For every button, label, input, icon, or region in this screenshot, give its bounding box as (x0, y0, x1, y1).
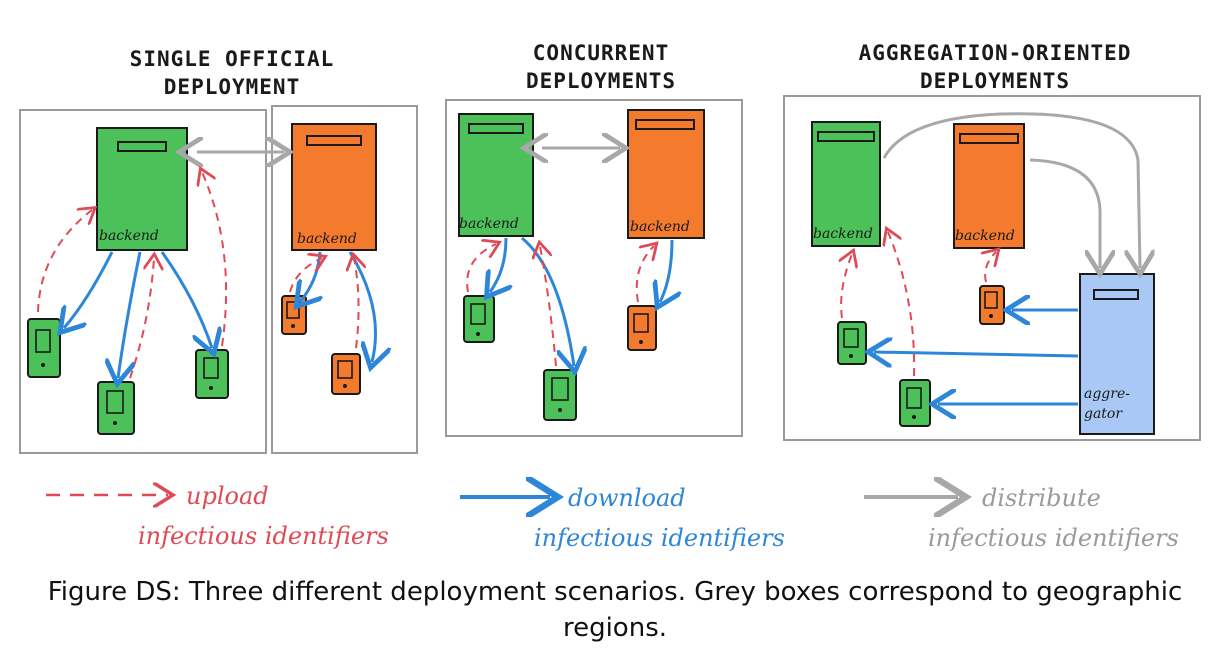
backend-label: backend (813, 226, 873, 242)
backend-server-orange (953, 123, 1025, 249)
server-slot-icon (1093, 289, 1139, 300)
backend-server-green (96, 127, 188, 251)
backend-server-green (811, 121, 881, 247)
server-slot-icon (117, 141, 167, 152)
upload-arrow (888, 232, 916, 377)
server-slot-icon (306, 135, 362, 146)
upload-arrow (466, 244, 496, 293)
backend-server-orange (627, 109, 705, 239)
upload-arrow (985, 252, 996, 283)
backend-label: backend (99, 228, 159, 244)
phone-icon (331, 353, 361, 395)
phone-icon (899, 379, 931, 427)
scenario-2-title-line2: DEPLOYMENTS (526, 69, 676, 93)
download-arrow (118, 251, 142, 378)
upload-arrow (37, 210, 92, 313)
upload-arrow (540, 246, 557, 367)
legend-download-line1: download (568, 484, 686, 512)
server-slot-icon (468, 123, 524, 134)
phone-icon (27, 318, 61, 378)
download-arrow (348, 251, 376, 362)
region-box (783, 95, 1201, 441)
server-slot-icon (817, 131, 875, 142)
phone-icon (97, 381, 135, 435)
phone-icon (979, 285, 1005, 325)
download-arrow (660, 239, 672, 302)
download-arrow (490, 237, 506, 292)
server-slot-icon (959, 133, 1019, 144)
region-box (445, 99, 743, 437)
distribute-arrow (882, 112, 1140, 268)
backend-label: backend (955, 228, 1015, 244)
legend-distribute-line2: infectious identifiers (928, 524, 1179, 552)
upload-arrow (202, 172, 228, 347)
download-arrow (874, 352, 1079, 356)
region-box (271, 105, 418, 454)
download-arrow (64, 251, 114, 328)
phone-icon (195, 349, 229, 399)
download-arrow (160, 251, 212, 348)
upload-arrow (841, 254, 852, 319)
backend-label: backend (297, 231, 357, 247)
upload-arrow (354, 258, 359, 349)
legend-upload-line1: upload (186, 482, 269, 510)
scenario-3-title-line1: AGGREGATION-ORIENTED (859, 41, 1132, 65)
aggregator-label-line2: gator (1084, 406, 1123, 422)
legend-download-line2: infectious identifiers (534, 524, 785, 552)
legend-upload-line2: infectious identifiers (138, 522, 389, 550)
download-arrow (521, 236, 574, 366)
upload-arrow (129, 258, 154, 379)
upload-arrow (289, 258, 322, 293)
backend-label: backend (459, 216, 519, 232)
scenario-2-title-line1: CONCURRENT (533, 41, 669, 65)
phone-icon (281, 295, 307, 335)
aggregator-server (1079, 273, 1155, 435)
phone-icon (463, 295, 495, 343)
phone-icon (627, 305, 657, 351)
region-box (19, 109, 267, 454)
scenario-1-title-line2: DEPLOYMENT (164, 75, 300, 99)
scenario-3-title-line2: DEPLOYMENTS (920, 69, 1070, 93)
distribute-arrow (1029, 158, 1100, 268)
aggregator-label-line1: aggre- (1084, 386, 1130, 402)
backend-label: backend (630, 219, 690, 235)
phone-icon (543, 369, 577, 421)
scenario-1-title-line1: SINGLE OFFICIAL (130, 47, 335, 71)
phone-icon (837, 321, 867, 365)
figure-caption: Figure DS: Three different deployment sc… (47, 577, 1183, 643)
upload-arrow (635, 246, 654, 303)
server-slot-icon (635, 119, 695, 130)
legend-distribute-line1: distribute (982, 484, 1101, 512)
